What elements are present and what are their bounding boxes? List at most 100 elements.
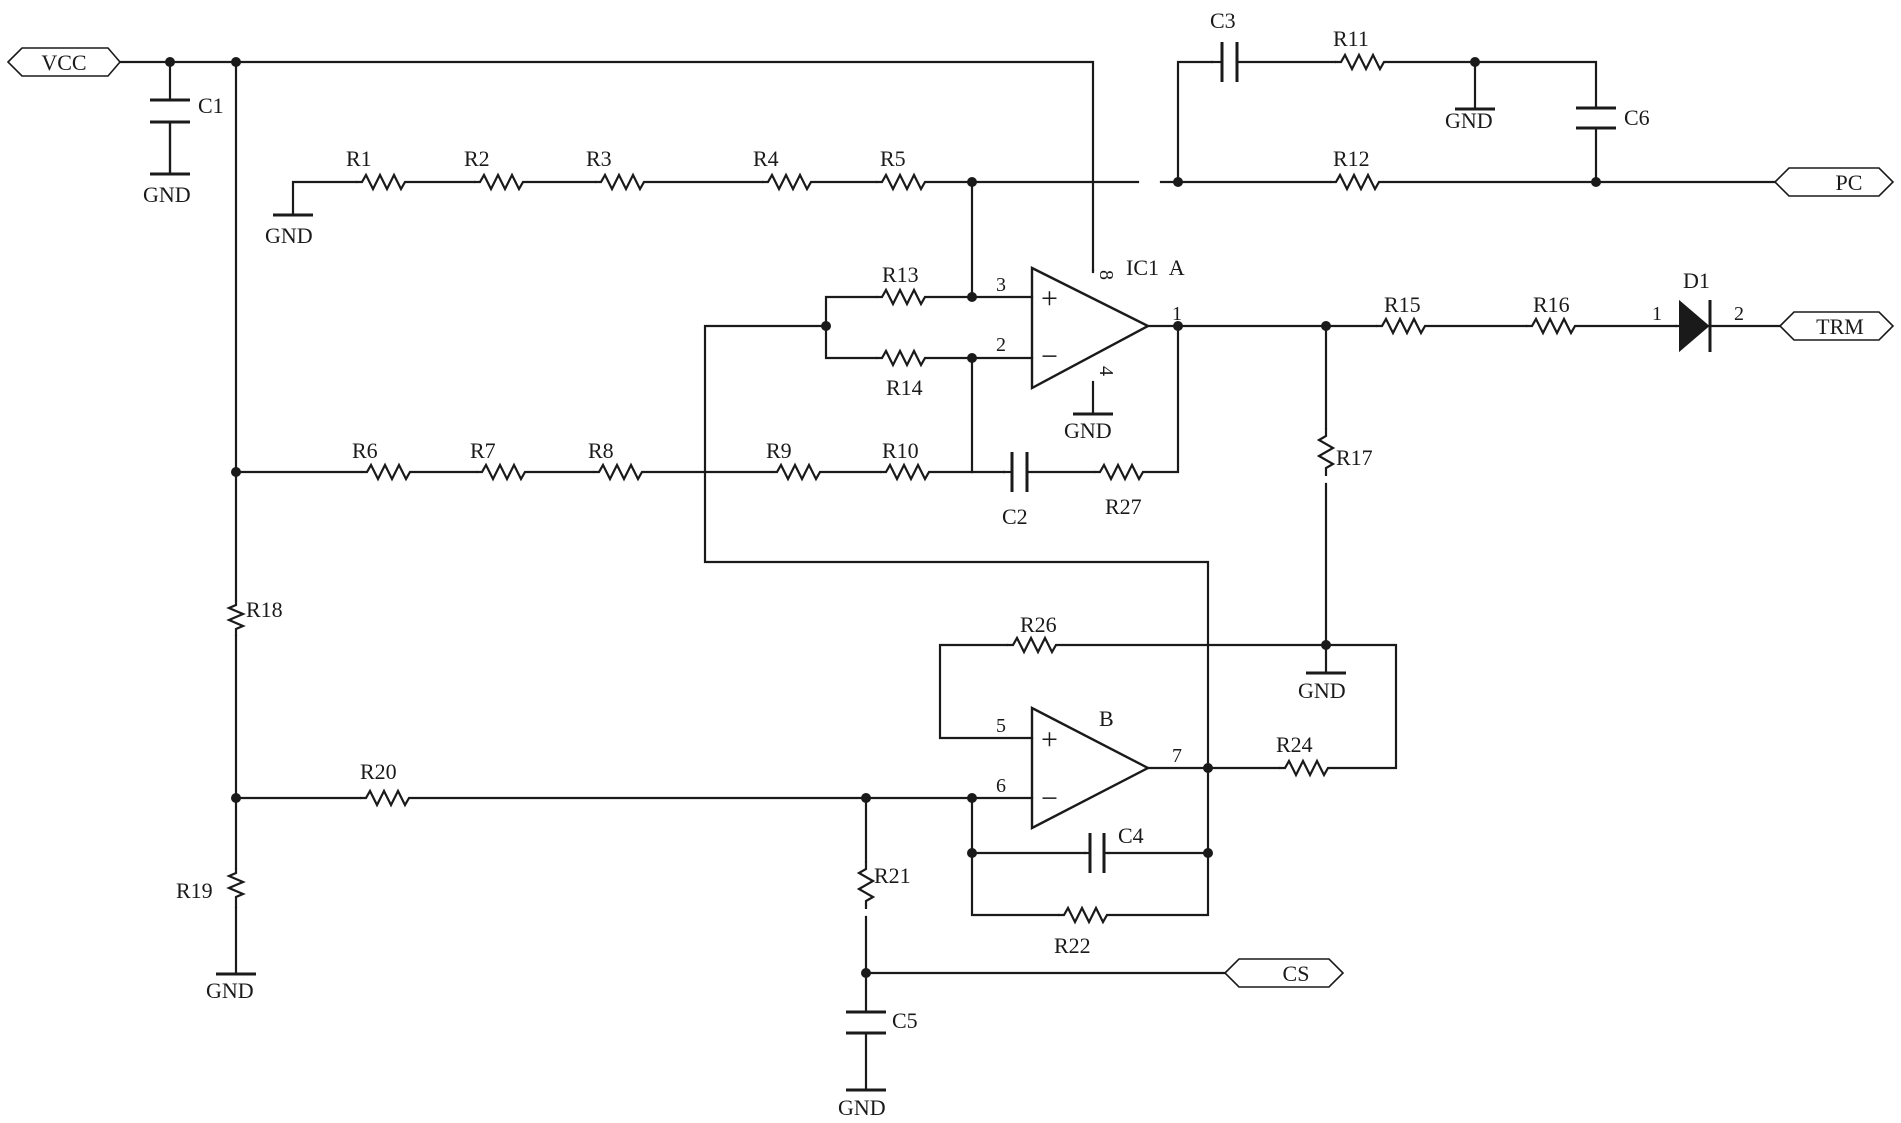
label-gnd-opamp-a: GND (1064, 418, 1112, 443)
ground-c1 (150, 120, 190, 176)
label-d1-pin1: 1 (1652, 303, 1662, 325)
label-r24: R24 (1276, 732, 1313, 757)
port-cs: CS (1223, 958, 1345, 988)
label-gnd-r1: GND (265, 223, 313, 248)
opamp-a-pin-out: 1 (1172, 303, 1182, 325)
label-r8: R8 (588, 438, 614, 463)
opamp-b (1030, 706, 1151, 830)
label-r26: R26 (1020, 612, 1057, 637)
port-trm-label: TRM (1816, 314, 1864, 339)
label-r4: R4 (753, 146, 779, 171)
port-trm: TRM (1778, 311, 1895, 341)
opamp-a-pin-minus: 2 (996, 334, 1006, 356)
opamp-a-pin-gnd: 4 (1095, 366, 1117, 376)
opamp-a-minus-sign: − (1041, 340, 1058, 373)
resistor-r5 (876, 172, 931, 192)
label-c3: C3 (1210, 8, 1236, 33)
label-r27: R27 (1105, 494, 1142, 519)
ground-symbols (150, 107, 1495, 1092)
label-c6: C6 (1624, 105, 1650, 130)
junction-dots (165, 57, 1601, 978)
label-r13: R13 (882, 262, 919, 287)
label-d1: D1 (1683, 268, 1710, 293)
label-gnd-c1: GND (143, 182, 191, 207)
resistor-r11 (1335, 52, 1390, 72)
label-c4: C4 (1118, 823, 1144, 848)
resistor-r14 (876, 348, 931, 368)
label-c1: C1 (198, 93, 224, 118)
component-labels: C1 GND GND R1 R2 R3 R4 R5 C3 R11 GND C6 … (143, 8, 1744, 1120)
label-gnd-r19: GND (206, 978, 254, 1003)
label-gnd-r11: GND (1445, 108, 1493, 133)
capacitor-c6 (1576, 106, 1616, 130)
resistor-r10 (880, 462, 935, 482)
resistor-r20 (360, 788, 415, 808)
label-c2: C2 (1002, 504, 1028, 529)
resistor-r1 (356, 172, 411, 192)
port-vcc: VCC (6, 47, 122, 77)
wires (118, 60, 1782, 1090)
ground-r26 (1306, 643, 1346, 675)
label-r14: R14 (886, 375, 923, 400)
capacitor-c2 (1002, 452, 1029, 492)
label-c5: C5 (892, 1008, 918, 1033)
resistor-r21 (856, 861, 876, 909)
diode-d1 (1674, 299, 1712, 353)
resistor-r9 (771, 462, 826, 482)
opamp-a-pin-vcc: 8 (1095, 270, 1117, 280)
capacitors (150, 42, 1616, 1035)
port-vcc-label: VCC (41, 50, 86, 75)
resistor-r15 (1376, 316, 1431, 336)
resistor-r26 (1007, 635, 1062, 655)
resistor-r3 (595, 172, 650, 192)
label-gnd-r26: GND (1298, 678, 1346, 703)
label-d1-pin2: 2 (1734, 303, 1744, 325)
label-r1: R1 (346, 146, 372, 171)
label-ic1a: IC1 A (1126, 255, 1185, 280)
opamp-b-plus-sign: + (1041, 723, 1058, 756)
resistor-r4 (762, 172, 817, 192)
resistor-r22 (1058, 905, 1113, 925)
resistor-r8 (593, 462, 648, 482)
label-r12: R12 (1333, 146, 1370, 171)
resistor-r17 (1316, 428, 1336, 476)
port-pc: PC (1773, 167, 1895, 197)
label-r7: R7 (470, 438, 496, 463)
resistors (226, 52, 1581, 925)
capacitor-c5 (846, 1010, 886, 1035)
label-r3: R3 (586, 146, 612, 171)
label-r16: R16 (1533, 292, 1570, 317)
label-r9: R9 (766, 438, 792, 463)
label-r21: R21 (874, 863, 911, 888)
opamp-b-pin-minus: 6 (996, 775, 1006, 797)
resistor-r6 (361, 462, 416, 482)
opamp-a (1030, 266, 1151, 391)
resistor-r27 (1094, 462, 1149, 482)
label-r22: R22 (1054, 933, 1091, 958)
label-r17: R17 (1336, 445, 1373, 470)
label-gnd-c5: GND (838, 1095, 886, 1120)
label-r18: R18 (246, 597, 283, 622)
resistor-r12 (1330, 172, 1385, 192)
resistor-r16 (1526, 316, 1581, 336)
resistor-r24 (1279, 758, 1334, 778)
opamp-a-pin-plus: 3 (996, 274, 1006, 296)
resistor-r13 (876, 287, 931, 307)
resistor-r19 (226, 868, 246, 908)
label-r6: R6 (352, 438, 378, 463)
port-cs-label: CS (1283, 961, 1310, 986)
label-r15: R15 (1384, 292, 1421, 317)
label-r19: R19 (176, 878, 213, 903)
opamp-a-plus-sign: + (1041, 282, 1058, 315)
capacitor-c4 (1083, 833, 1110, 873)
opamp-b-pin-plus: 5 (996, 715, 1006, 737)
label-r2: R2 (464, 146, 490, 171)
label-r5: R5 (880, 146, 906, 171)
resistor-r18 (226, 600, 246, 636)
label-r20: R20 (360, 759, 397, 784)
capacitor-c1 (150, 98, 190, 124)
opamp-b-pin-out: 7 (1172, 745, 1182, 767)
port-pc-label: PC (1836, 170, 1863, 195)
label-r11: R11 (1333, 26, 1369, 51)
